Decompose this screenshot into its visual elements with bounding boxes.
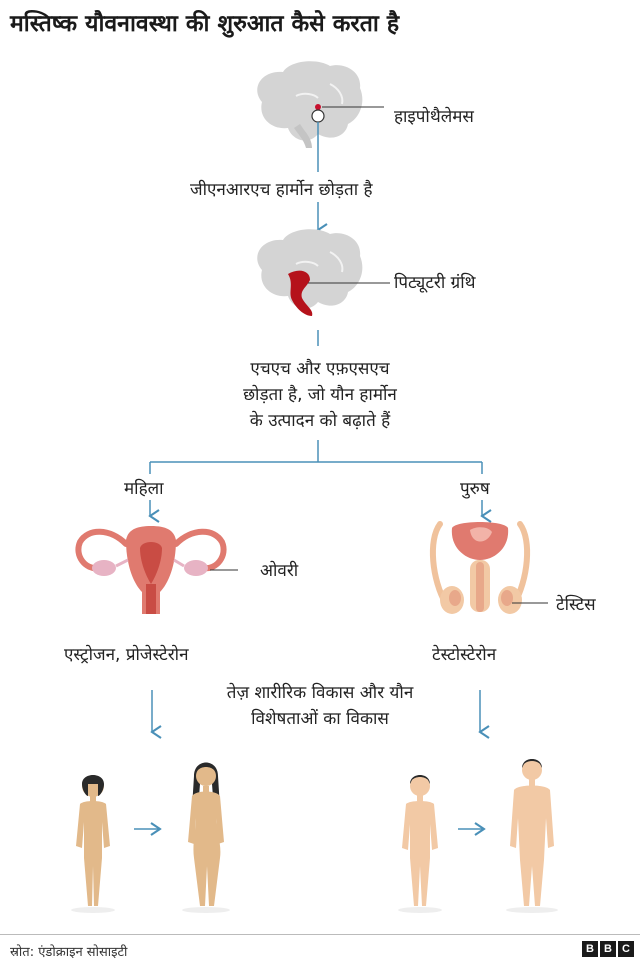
caption-line: विशेषताओं का विकास — [251, 709, 389, 729]
brain-icon — [257, 229, 363, 309]
gnrh-label: जीएनआरएच हार्मोन छोड़ता है — [190, 180, 373, 200]
logo-letter: B — [582, 941, 598, 957]
female-label: महिला — [124, 479, 164, 499]
lh-fsh-caption: एचएच और एफ़एसएच छोड़ता है, जो यौन हार्मो… — [150, 356, 490, 434]
female-reproductive-icon — [75, 526, 227, 614]
pituitary-gland — [288, 270, 313, 316]
male-hormones-label: टेस्टोस्टेरोन — [432, 645, 497, 665]
girl-figure — [71, 775, 115, 913]
testis-label: टेस्टिस — [556, 595, 596, 615]
man-figure — [506, 759, 558, 913]
caption-line: छोड़ता है, जो यौन हार्मोन — [243, 385, 397, 405]
effect-caption: तेज़ शारीरिक विकास और यौन विशेषताओं का व… — [150, 680, 490, 732]
logo-letter: B — [600, 941, 616, 957]
brain-icon — [257, 61, 363, 148]
female-hormones-label: एस्ट्रोजन, प्रोजेस्टेरोन — [64, 645, 189, 665]
caption-line: के उत्पादन को बढ़ाते हैं — [249, 411, 391, 431]
ovary-label: ओवरी — [260, 561, 299, 581]
footer-divider — [0, 934, 640, 935]
caption-line: एचएच और एफ़एसएच — [250, 359, 390, 379]
caption-line: तेज़ शारीरिक विकास और यौन — [226, 683, 414, 703]
hypothalamus-marker — [311, 109, 325, 123]
hypothalamus-dot — [315, 104, 321, 110]
male-label: पुरुष — [460, 479, 490, 499]
hypothalamus-label: हाइपोथैलेमस — [394, 107, 474, 127]
page-title: मस्तिष्क यौवनावस्था की शुरुआत कैसे करता … — [10, 11, 400, 37]
logo-letter: C — [618, 941, 634, 957]
boy-figure — [398, 775, 442, 913]
woman-figure — [182, 762, 230, 913]
bbc-logo: B B C — [582, 941, 634, 957]
male-reproductive-icon — [429, 521, 531, 614]
source-note: स्रोत: एंडोक्राइन सोसाइटी — [10, 945, 128, 960]
pituitary-label: पिट्यूटरी ग्रंथि — [394, 273, 476, 293]
